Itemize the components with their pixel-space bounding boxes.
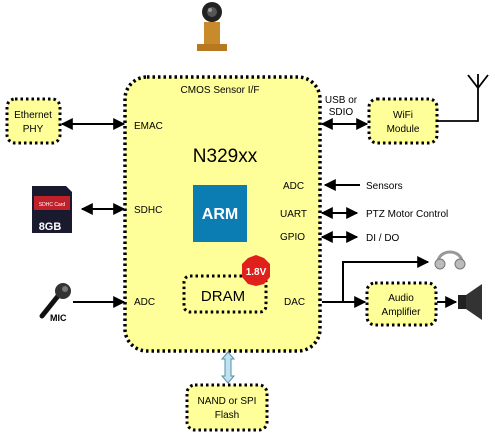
ethernet-label-line2: PHY [23,124,44,135]
speaker-icon [458,284,482,320]
antenna-icon [437,74,489,122]
audio-label-line2: Amplifier [382,307,422,318]
usb-sdio-label-line2: SDIO [329,107,354,118]
flash-link-arrow [220,351,236,384]
wifi-label-line2: Module [387,124,420,135]
audio-label-line1: Audio [388,293,414,304]
dram-label: DRAM [201,288,245,305]
cmos-sensor-label: CMOS Sensor I/F [181,85,260,96]
ethernet-phy-block [5,97,62,145]
sensors-label: Sensors [366,181,403,192]
port-emac: EMAC [134,121,163,132]
audio-amplifier-block [365,281,438,327]
flash-label-line1: NAND or SPI [198,396,257,407]
wifi-label-line1: WiFi [393,110,413,121]
port-adc-right: ADC [283,181,304,192]
microphone-icon [39,283,71,319]
arm-logo-text: ARM [202,206,238,223]
dram-block [182,274,268,314]
wifi-module-block [367,97,439,145]
sd-card-brand: SDHC Card [39,202,66,208]
ptz-label: PTZ Motor Control [366,209,448,220]
dio-label: DI / DO [366,233,400,244]
flash-block [185,383,269,432]
dac-to-headphone-arrow [342,256,430,302]
mic-label: MIC [50,313,67,323]
port-gpio: GPIO [280,232,305,243]
sd-card-capacity: 8GB [39,221,62,233]
usb-sdio-label-line1: USB or [325,95,358,106]
ethernet-label-line1: Ethernet [14,110,52,121]
port-adc-left: ADC [134,297,155,308]
voltage-badge: 1.8V [242,255,270,286]
port-dac: DAC [284,297,305,308]
voltage-badge-text: 1.8V [246,267,267,278]
flash-label-line2: Flash [215,410,239,421]
sd-card-icon: SDHC Card 8GB [32,186,72,233]
chip-name: N329xx [193,146,258,167]
port-sdhc: SDHC [134,205,162,216]
arm-logo: ARM [193,185,247,242]
port-uart: UART [280,209,307,220]
headphone-icon [434,250,466,270]
camera-module-icon [197,2,227,51]
